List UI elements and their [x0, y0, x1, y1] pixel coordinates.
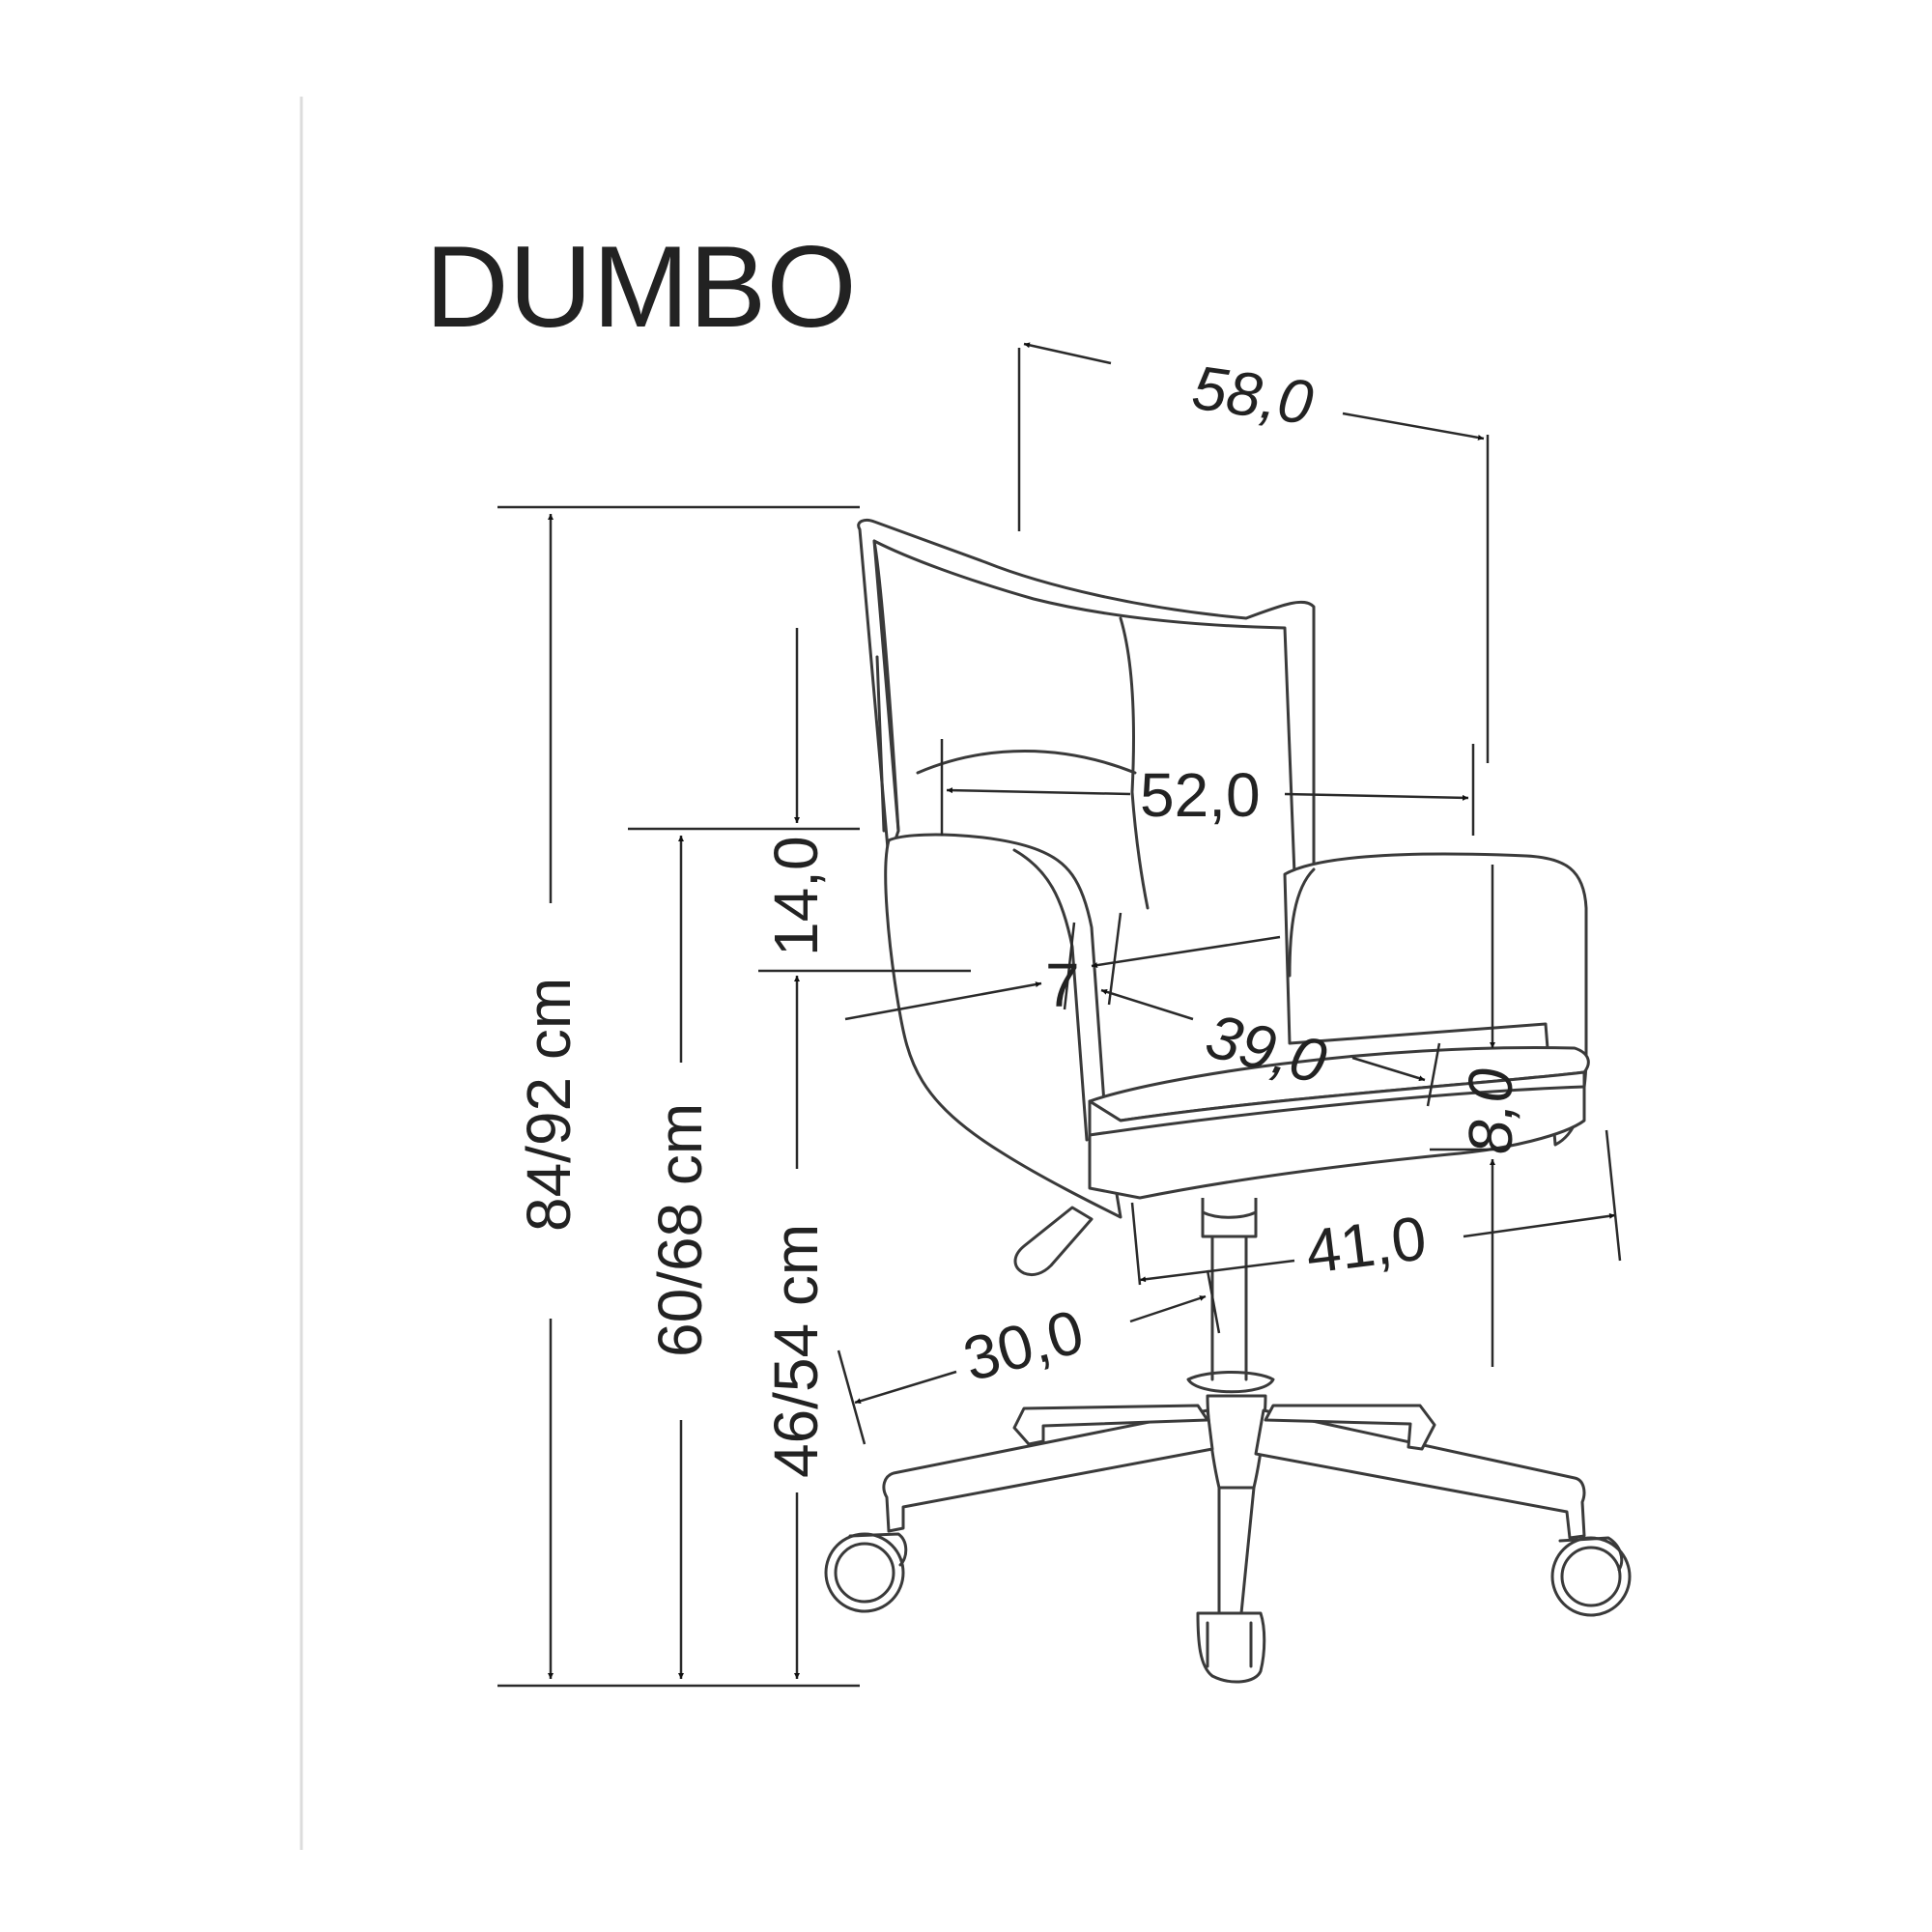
product-title: DUMBO — [425, 222, 857, 352]
dim-line-back-left — [946, 787, 1131, 796]
dimension-lines — [497, 342, 1622, 1688]
chair-left-armrest — [884, 833, 1122, 1219]
label-seat-width: 41,0 — [1302, 1203, 1430, 1287]
chair-drawing — [824, 518, 1632, 1684]
ext-line-base-radius-left — [837, 1350, 867, 1445]
label-seat-back-width: 52,0 — [1140, 760, 1261, 830]
chair-base-leg-left — [882, 1408, 1214, 1533]
dim-line-back-right — [1284, 792, 1469, 801]
dim-line-width-right — [1342, 412, 1485, 440]
chair-backrest-curve — [916, 750, 1137, 775]
dim-line-base-radius-right — [1129, 1294, 1207, 1323]
chair-right-armrest-inner — [1288, 867, 1316, 978]
dim-line-arm-thickness-left — [844, 981, 1042, 1021]
label-seat-thickness: 8,0 — [1456, 1068, 1525, 1154]
label-total-width: 58,0 — [1188, 353, 1318, 439]
dim-line-arm-thickness-right — [1091, 935, 1281, 969]
label-armrest-thickness: 7 — [1045, 951, 1080, 1020]
chair-star-base — [882, 1394, 1586, 1617]
dim-line-seat-width-right — [1463, 1212, 1616, 1238]
chair-gas-cylinder-collar — [1186, 1371, 1275, 1394]
chair-gas-cylinder-body — [1210, 1235, 1248, 1381]
ext-line-arm-thickness-a — [1063, 922, 1076, 1010]
chair-backrest-seam — [1119, 616, 1150, 910]
chair-backrest-inner — [875, 655, 886, 833]
dim-line-seat-depth-right — [1351, 1056, 1426, 1082]
dim-line-seat-depth-left — [1100, 988, 1194, 1021]
chair-base-leg-back-left — [1012, 1404, 1209, 1446]
chair-gas-cylinder-top — [1201, 1210, 1258, 1219]
ext-line-base-radius-right — [1206, 1269, 1221, 1334]
dim-line-base-radius-left — [854, 1370, 957, 1405]
label-seat-height: 46/54 cm — [761, 1224, 831, 1478]
dim-line-seat-width-left — [1139, 1259, 1295, 1283]
caster-left — [824, 1532, 905, 1613]
label-armrest-to-seat: 14,0 — [761, 836, 831, 956]
ext-line-arm-thickness-b — [1107, 912, 1122, 1006]
ext-line-seat-width-left — [1130, 1202, 1142, 1286]
chair-backrest-side — [872, 539, 900, 833]
chair-base-leg-back-right — [1264, 1404, 1436, 1451]
chair-casters — [824, 1532, 1632, 1684]
caster-front — [1196, 1611, 1266, 1684]
chair-backrest — [857, 518, 1316, 876]
label-base-radius: 30,0 — [956, 1296, 1091, 1395]
chair-lift-lever — [1013, 1206, 1094, 1277]
label-armrest-height: 60/68 cm — [645, 1103, 715, 1357]
chair-base-leg-front — [1217, 1486, 1256, 1617]
ext-line-seat-depth — [1426, 1042, 1441, 1107]
dim-line-width-left — [1023, 342, 1112, 365]
chair-base-leg-right — [1254, 1408, 1586, 1540]
label-total-height: 84/92 cm — [514, 978, 583, 1232]
chair-seat-front — [1088, 1070, 1586, 1200]
chair-seat-piping — [1088, 1085, 1586, 1137]
ext-line-seat-width-right — [1605, 1129, 1622, 1262]
